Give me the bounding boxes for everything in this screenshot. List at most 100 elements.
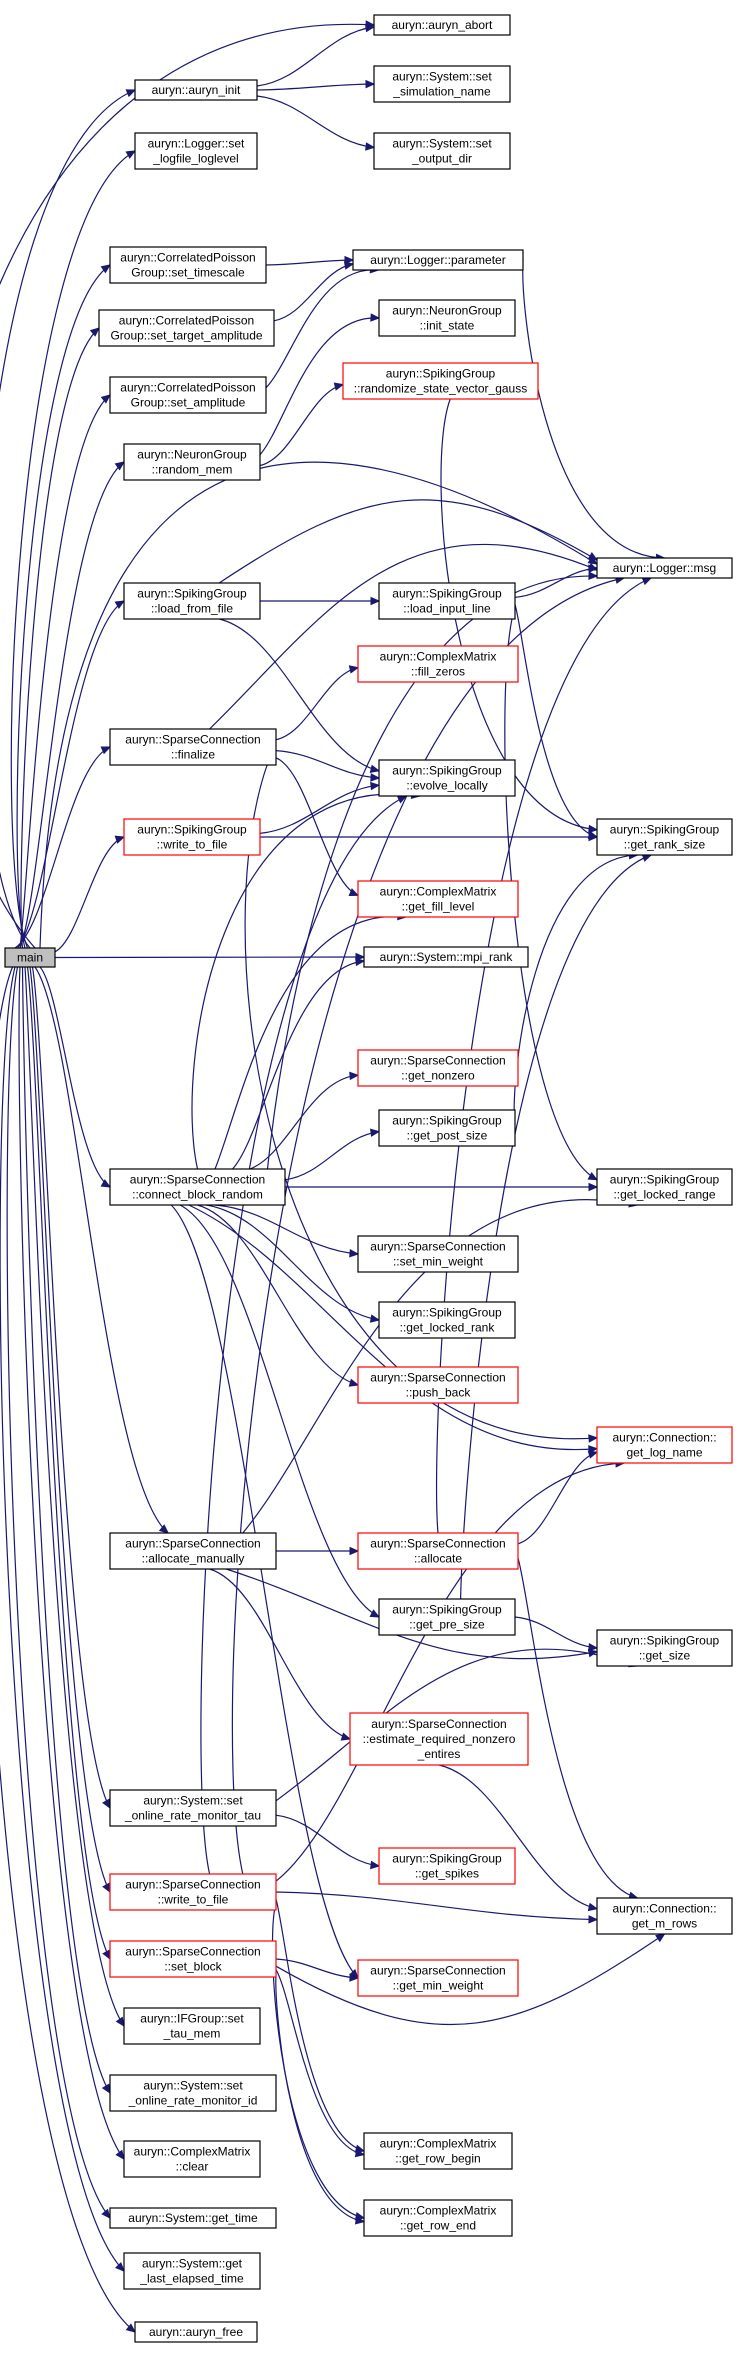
arrowhead-sg-evolve-locally [370, 773, 381, 782]
edge-sg-load-input-line-to-sg-get-locked-range [504, 607, 598, 1181]
node-box [357, 1366, 519, 1404]
node-ifgroup-set-tau-mem[interactable]: auryn::IFGroup::set_tau_mem [123, 2007, 261, 2045]
node-label: ::connect_block_random [132, 1188, 263, 1202]
edge-sg-get-post-size-to-sg-get-rank-size [513, 854, 638, 1129]
node-sc-connect-block-random[interactable]: auryn::SparseConnection::connect_block_r… [109, 1168, 286, 1206]
node-sc-allocate-manually[interactable]: auryn::SparseConnection::allocate_manual… [109, 1532, 277, 1570]
node-sg-get-pre-size[interactable]: auryn::SpikingGroup::get_pre_size [378, 1598, 516, 1636]
node-box [596, 1897, 733, 1935]
node-main[interactable]: main [4, 947, 56, 968]
node-logger-msg[interactable]: auryn::Logger::msg [596, 557, 733, 579]
node-sg-evolve-locally[interactable]: auryn::SpikingGroup::evolve_locally [378, 759, 516, 797]
node-sc-estimate-nonzero[interactable]: auryn::SparseConnection::estimate_requir… [349, 1712, 529, 1766]
node-cm-get-row-begin[interactable]: auryn::ComplexMatrix::get_row_begin [363, 2132, 513, 2170]
node-conn-get-log-name[interactable]: auryn::Connection::get_log_name [596, 1426, 733, 1464]
edge-sc-connect-block-random-to-cm-get-fill-level [214, 915, 407, 1170]
node-label: _output_dir [411, 152, 472, 166]
node-ng-random-mem[interactable]: auryn::NeuronGroup::random_mem [123, 443, 261, 481]
node-sg-get-locked-rank[interactable]: auryn::SpikingGroup::get_locked_rank [378, 1301, 516, 1339]
node-label: ::set_block [164, 1960, 222, 1974]
node-label: ::get_locked_rank [400, 1321, 496, 1335]
edge-main-to-cpg-set-target-amplitude [20, 327, 100, 949]
node-cpg-set-timescale[interactable]: auryn::CorrelatedPoissonGroup::set_times… [109, 246, 267, 284]
node-cpg-set-amplitude[interactable]: auryn::CorrelatedPoissonGroup::set_ampli… [109, 376, 267, 414]
node-set-simulation-name[interactable]: auryn::System::set_simulation_name [373, 65, 511, 103]
node-cm-fill-zeros[interactable]: auryn::ComplexMatrix::fill_zeros [357, 645, 519, 683]
edge-system-set-online-rate-monitor-tau-to-sg-get-spikes [275, 1814, 380, 1867]
node-set-output-dir[interactable]: auryn::System::set_output_dir [373, 132, 511, 170]
node-sc-push-back[interactable]: auryn::SparseConnection::push_back [357, 1366, 519, 1404]
node-sc-set-min-weight[interactable]: auryn::SparseConnection::set_min_weight [357, 1235, 519, 1273]
edge-system-set-online-rate-monitor-tau-to-sg-get-size [275, 1648, 638, 1802]
node-system-set-online-rate-monitor-tau[interactable]: auryn::System::set_online_rate_monitor_t… [109, 1789, 277, 1827]
node-box [123, 2140, 261, 2178]
node-auryn-abort[interactable]: auryn::auryn_abort [373, 14, 511, 36]
node-label: ::finalize [171, 748, 215, 762]
node-ng-init-state[interactable]: auryn::NeuronGroup::init_state [378, 299, 516, 337]
node-cm-get-fill-level[interactable]: auryn::ComplexMatrix::get_fill_level [357, 880, 519, 918]
node-sc-get-nonzero[interactable]: auryn::SparseConnection::get_nonzero [357, 1049, 519, 1087]
node-system-set-online-rate-monitor-id[interactable]: auryn::System::set_online_rate_monitor_i… [109, 2074, 277, 2112]
node-sg-get-locked-range[interactable]: auryn::SpikingGroup::get_locked_range [596, 1168, 733, 1206]
edge-cpg-set-timescale-to-logger-parameter [265, 259, 354, 266]
edge-main-to-system-set-online-rate-monitor-id [21, 966, 111, 2094]
edge-main-to-sc-set-block [26, 966, 111, 1960]
arrowhead-conn-get-log-name [588, 1434, 599, 1443]
edge-sc-connect-block-random-to-sc-set-min-weight [214, 1204, 359, 1255]
node-label: ::get_locked_range [613, 1188, 715, 1202]
node-conn-get-m-rows[interactable]: auryn::Connection::get_m_rows [596, 1897, 733, 1935]
arrowhead-sg-get-pre-size [369, 1609, 381, 1618]
arrowhead-sg-get-locked-rank [369, 1314, 381, 1323]
arrowhead-logger-msg [587, 552, 599, 561]
node-box [109, 1168, 286, 1206]
node-box [349, 1712, 529, 1766]
node-sc-get-min-weight[interactable]: auryn::SparseConnection::get_min_weight [357, 1959, 519, 1997]
edge-ng-random-mem-to-ng-init-state [259, 317, 380, 456]
node-label: ::set_min_weight [393, 1255, 484, 1269]
node-auryn-init[interactable]: auryn::auryn_init [134, 79, 258, 101]
node-label: auryn::SpikingGroup [137, 587, 247, 601]
node-label: auryn::SparseConnection [125, 733, 260, 747]
node-auryn-free[interactable]: auryn::auryn_free [134, 2321, 258, 2343]
node-sg-load-input-line[interactable]: auryn::SpikingGroup::load_input_line [378, 582, 516, 620]
node-sc-write-to-file[interactable]: auryn::SparseConnection::write_to_file [109, 1873, 277, 1911]
node-cm-clear[interactable]: auryn::ComplexMatrix::clear [123, 2140, 261, 2178]
arrowhead-sc-get-nonzero [349, 1071, 360, 1081]
node-sg-get-rank-size[interactable]: auryn::SpikingGroup::get_rank_size [596, 818, 733, 856]
node-box [123, 2007, 261, 2045]
node-sc-finalize[interactable]: auryn::SparseConnection::finalize [109, 728, 277, 766]
node-cpg-set-target-amplitude[interactable]: auryn::CorrelatedPoissonGroup::set_targe… [98, 309, 275, 347]
node-system-get-time[interactable]: auryn::System::get_time [109, 2207, 277, 2229]
node-sg-get-size[interactable]: auryn::SpikingGroup::get_size [596, 1629, 733, 1667]
arrowhead-cpg-set-amplitude [100, 394, 111, 404]
edge-main-to-auryn-free [0, 966, 136, 2333]
node-box [109, 2074, 277, 2112]
arrowhead-cm-get-row-begin [354, 2148, 366, 2158]
arrowhead-sc-set-block [102, 1949, 111, 1961]
node-box [363, 2132, 513, 2170]
node-cm-get-row-end[interactable]: auryn::ComplexMatrix::get_row_end [363, 2199, 513, 2237]
node-label: ::fill_zeros [411, 665, 465, 679]
node-sg-get-post-size[interactable]: auryn::SpikingGroup::get_post_size [378, 1109, 516, 1147]
arrowhead-sg-get-post-size [370, 1128, 381, 1137]
edge-main-to-sg-load-from-file [17, 600, 125, 949]
node-logger-set-logfile[interactable]: auryn::Logger::set_logfile_loglevel [134, 132, 258, 170]
arrowhead-logger-msg [587, 555, 599, 565]
node-sg-load-from-file[interactable]: auryn::SpikingGroup::load_from_file [123, 582, 261, 620]
node-sg-randomize[interactable]: auryn::SpikingGroup::randomize_state_vec… [342, 362, 539, 400]
node-label: auryn::SpikingGroup [610, 1634, 720, 1648]
node-sg-get-spikes[interactable]: auryn::SpikingGroup::get_spikes [378, 1847, 516, 1885]
node-sc-allocate[interactable]: auryn::SparseConnection::allocate [357, 1532, 519, 1570]
edge-main-to-sg-write-to-file [54, 836, 125, 953]
node-sg-write-to-file[interactable]: auryn::SpikingGroup::write_to_file [123, 818, 261, 856]
node-label: get_m_rows [632, 1917, 697, 1931]
edge-sg-write-to-file-to-sg-evolve-locally [259, 784, 380, 834]
node-label: ::get_row_begin [395, 2152, 480, 2166]
node-box [98, 309, 275, 347]
node-sc-set-block[interactable]: auryn::SparseConnection::set_block [109, 1940, 277, 1978]
arrowhead-sg-evolve-locally [369, 764, 381, 773]
node-system-get-last-elapsed-time[interactable]: auryn::System::get_last_elapsed_time [123, 2252, 261, 2290]
arrowhead-sg-evolve-locally [370, 781, 381, 791]
node-system-mpi-rank[interactable]: auryn::System::mpi_rank [363, 946, 529, 968]
node-logger-parameter[interactable]: auryn::Logger::parameter [352, 249, 524, 271]
